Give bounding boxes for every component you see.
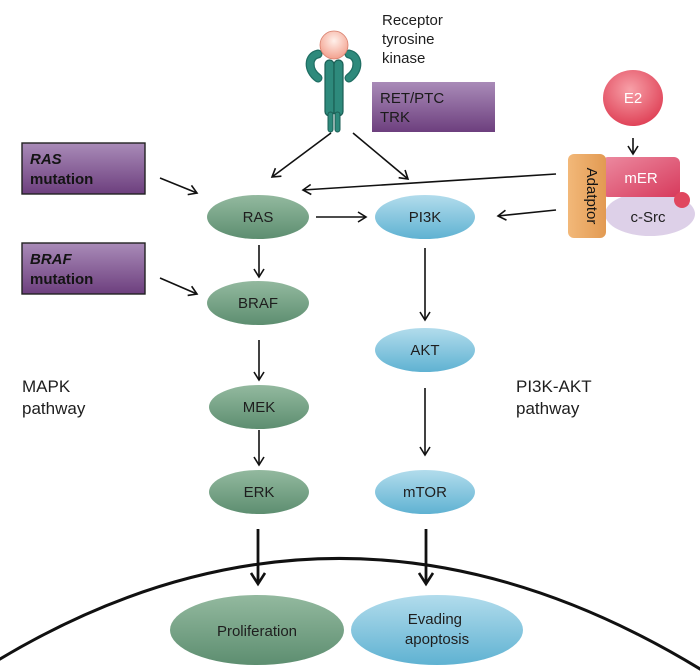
svg-text:ERK: ERK — [244, 484, 275, 501]
pi3k-node: PI3K — [375, 195, 475, 239]
mer-node — [602, 157, 680, 197]
svg-text:PI3K: PI3K — [409, 209, 442, 226]
svg-text:Proliferation: Proliferation — [217, 623, 297, 640]
receptor-tyrosine-kinase-icon — [305, 30, 362, 133]
arrow-adaptor-to-ras — [301, 173, 557, 196]
arrow-adaptor-to-pi3k — [496, 209, 557, 221]
csrc-node — [605, 192, 695, 236]
ras-node: RAS — [207, 195, 309, 239]
svg-text:MEK: MEK — [243, 399, 276, 416]
braf-mutation-box: BRAF mutation — [21, 242, 146, 295]
adaptor-node — [568, 154, 606, 238]
nucleus-membrane — [0, 556, 700, 671]
svg-text:Adatptor: Adatptor — [583, 168, 600, 225]
svg-text:c-Src: c-Src — [631, 209, 666, 226]
svg-text:AKT: AKT — [410, 342, 439, 359]
arrow-rtk-to-ras — [270, 132, 332, 178]
braf-node: BRAF — [207, 281, 309, 325]
svg-text:BRAF: BRAF — [238, 295, 278, 312]
mek-node: MEK — [209, 385, 309, 429]
svg-text:RET/PTC TRK: RET/PTC TRK — [380, 90, 448, 126]
arrow-ras-mutation-to-ras — [159, 177, 199, 196]
arrow-rtk-to-pi3k — [352, 132, 410, 180]
svg-text:BRAF mutation: BRAF mutation — [30, 251, 93, 288]
svg-text:RAS: RAS — [243, 209, 274, 226]
arrows — [159, 132, 639, 467]
receptor-label: Receptor tyrosine kinase — [382, 12, 447, 67]
svg-text:mTOR: mTOR — [403, 484, 447, 501]
ras-mutation-box: RAS mutation — [21, 142, 146, 195]
e2-node: E2 — [603, 70, 663, 126]
evading-apoptosis-node: Evading apoptosis — [351, 595, 523, 665]
svg-text:Evading apoptosis: Evading apoptosis — [405, 611, 469, 648]
arrow-braf-mutation-to-braf — [159, 277, 199, 297]
svg-text:RAS mutation: RAS mutation — [30, 151, 93, 188]
akt-node: AKT — [375, 328, 475, 372]
membrane-estrogen-receptor-complex: Adatptor mER c-Src — [568, 154, 695, 238]
phosphate-dot — [674, 192, 690, 208]
proliferation-node: Proliferation — [170, 595, 344, 665]
ret-ptc-trk-box: RET/PTC TRK — [372, 82, 495, 132]
nuclear-arrows — [258, 529, 426, 584]
mtor-node: mTOR — [375, 470, 475, 514]
erk-node: ERK — [209, 470, 309, 514]
pi3k-akt-pathway-label: PI3K-AKT pathway — [516, 377, 596, 418]
svg-text:mER: mER — [624, 170, 658, 187]
mapk-pathway-label: MAPK pathway — [22, 377, 86, 418]
svg-text:E2: E2 — [624, 90, 642, 107]
